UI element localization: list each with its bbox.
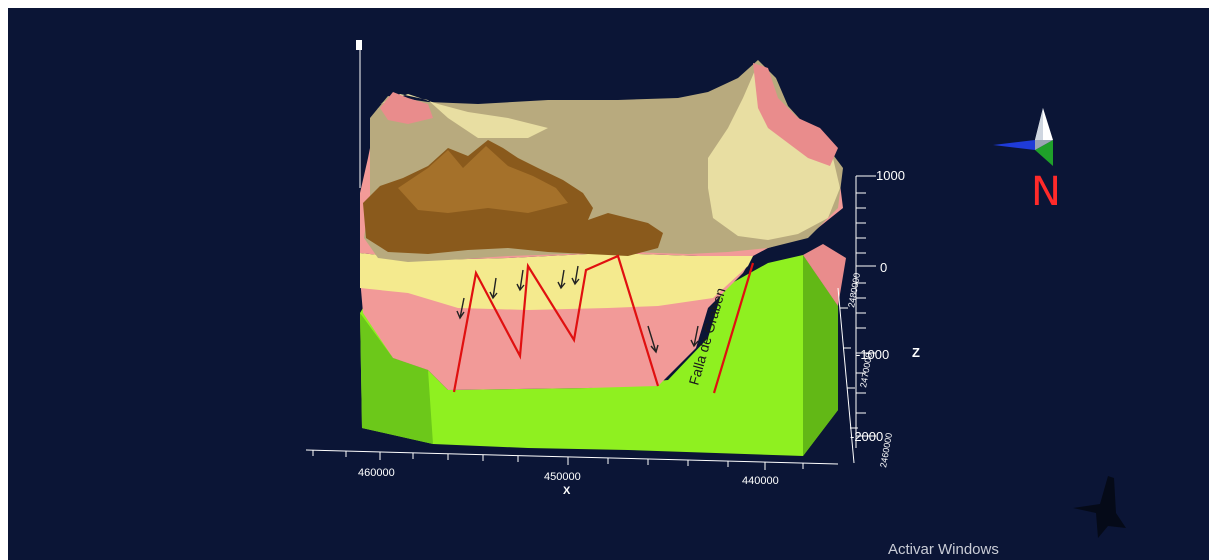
north-arrow-icon[interactable] — [993, 108, 1053, 166]
green-basement-layer — [360, 255, 838, 456]
z-tick-minus-1000: -1000 — [856, 347, 889, 362]
cursor-shadow-shape — [1073, 476, 1126, 538]
light-ridge-left — [380, 94, 548, 138]
x-tick-440000: 440000 — [742, 475, 779, 487]
geologic-block-model[interactable]: Falla de Graben 1000 0 -1000 -200 — [8, 8, 1209, 560]
pink-outcrop-left — [380, 92, 433, 124]
pink-outcrop-right — [753, 63, 838, 166]
green-right-face — [803, 255, 838, 456]
graben-fault-lines — [452, 254, 755, 394]
x-axis-label: X — [563, 485, 571, 497]
x-axis — [305, 449, 839, 470]
y-axis — [837, 287, 858, 464]
y-tick-0: 2480000 — [846, 272, 862, 308]
z-tick-minus-2000: -2000 — [850, 429, 883, 444]
north-label: N — [1031, 169, 1061, 215]
z-tick-1000: 1000 — [876, 168, 905, 183]
light-ridge-right — [708, 68, 840, 240]
z-tick-0: 0 — [880, 260, 887, 275]
pink-right-cap — [803, 244, 846, 306]
brown-mountain-highlight — [398, 146, 568, 213]
z-axis — [855, 175, 876, 448]
x-tick-450000: 450000 — [544, 471, 581, 483]
x-tick-460000: 460000 — [358, 467, 395, 479]
z-axis-label: Z — [912, 345, 920, 360]
activate-windows-watermark: Activar Windows — [888, 541, 999, 558]
fault-throw-arrows — [456, 265, 699, 354]
3d-viewport[interactable]: Falla de Graben 1000 0 -1000 -200 — [8, 8, 1209, 560]
left-axis-marker — [356, 40, 362, 50]
green-side-face — [360, 313, 433, 444]
yellow-layer — [360, 253, 753, 310]
